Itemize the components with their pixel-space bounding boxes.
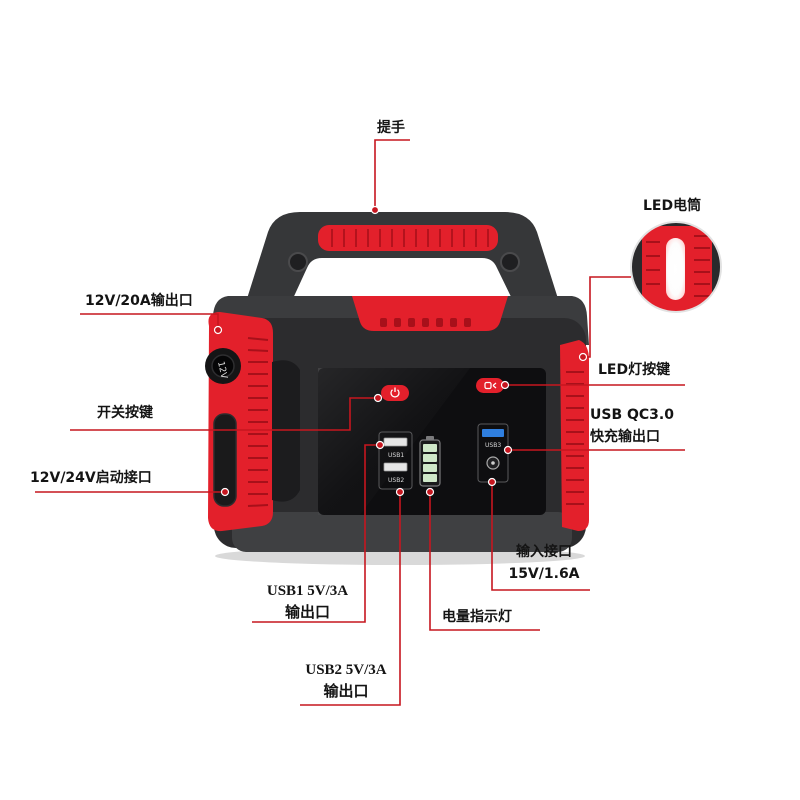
label-power-switch: 开关按键 xyxy=(97,405,153,421)
right-side-ribs xyxy=(566,371,584,505)
label-led-flashlight: LED电筒 xyxy=(643,198,702,214)
dot-handle xyxy=(370,205,380,215)
dot-usb2 xyxy=(395,487,405,497)
label-usb2-line2: 输出口 xyxy=(323,684,369,700)
handle-grip xyxy=(318,225,498,251)
usb3-device-label: USB3 xyxy=(485,442,501,449)
leader-handle xyxy=(374,139,410,210)
power-station: 12V USB1 USB2 xyxy=(205,212,589,552)
usb2-port xyxy=(383,462,408,472)
usb-port-group-outline xyxy=(378,431,413,490)
battery-segment-3 xyxy=(423,464,437,472)
led-icon xyxy=(484,381,497,390)
battery-segment-4 xyxy=(423,474,437,482)
label-jump-start-port: 12V/24V启动接口 xyxy=(30,470,152,486)
label-usb1-line1: USB1 5V/3A xyxy=(266,583,349,599)
port-12v-label: 12V xyxy=(215,360,229,380)
top-accent-notches xyxy=(380,318,471,327)
battery-cap xyxy=(426,436,434,440)
label-input-port-line2: 15V/1.6A xyxy=(508,566,580,582)
top-red-accent xyxy=(352,296,508,331)
dot-usb1 xyxy=(375,440,385,450)
dot-power-switch xyxy=(373,393,383,403)
power-button xyxy=(381,385,409,401)
label-handle: 提手 xyxy=(377,120,405,136)
left-side-ribs xyxy=(247,337,269,507)
label-usb1-line2: 输出口 xyxy=(284,605,330,621)
label-usb-qc-line2: 快充输出口 xyxy=(590,429,660,445)
input-port-pin xyxy=(491,461,495,465)
port-12v-socket xyxy=(211,354,235,378)
usb2-device-label: USB2 xyxy=(388,477,404,484)
label-usb-qc-line1: USB QC3.0 xyxy=(590,407,674,423)
right-side-panel xyxy=(560,340,589,531)
handle-grip-ribs xyxy=(331,229,489,247)
battery-segment-2 xyxy=(423,454,437,462)
led-button xyxy=(476,378,504,393)
leader-input-port xyxy=(491,482,590,591)
label-input-port-line1: 输入接口 xyxy=(516,544,572,560)
dot-input-port xyxy=(487,477,497,487)
label-usb2: USB2 5V/3A 输出口 xyxy=(290,659,402,703)
usb1-port xyxy=(383,437,408,447)
label-input-port: 输入接口 15V/1.6A xyxy=(500,541,588,585)
battery-segment-1 xyxy=(423,444,437,452)
usb1-device-label: USB1 xyxy=(388,452,404,459)
side-inner-panel xyxy=(272,360,300,502)
label-led-button: LED灯按键 xyxy=(598,362,671,378)
leader-output-12v-20a xyxy=(80,313,219,330)
dot-usb-qc xyxy=(503,445,513,455)
leader-battery-indicator xyxy=(429,492,540,631)
led-flashlight-closeup xyxy=(631,222,721,312)
label-usb1: USB1 5V/3A 输出口 xyxy=(250,580,365,624)
dot-led-flashlight xyxy=(578,352,588,362)
leader-power-switch xyxy=(70,397,378,431)
leader-usb2 xyxy=(300,492,401,706)
dot-battery-indicator xyxy=(425,487,435,497)
handle-pivot-left xyxy=(288,252,308,272)
leader-led-flashlight xyxy=(584,276,631,358)
power-icon xyxy=(390,387,400,398)
body-base xyxy=(232,512,572,552)
label-battery-indicator: 电量指示灯 xyxy=(442,609,512,625)
dot-led-button xyxy=(500,380,510,390)
leader-usb1 xyxy=(252,444,380,623)
led-light xyxy=(666,238,685,300)
led-closeup-border xyxy=(630,221,722,313)
label-usb2-line1: USB2 5V/3A xyxy=(305,662,387,678)
dot-output-12v-20a xyxy=(213,325,223,335)
handle-pivot-right xyxy=(500,252,520,272)
usb3-port xyxy=(482,429,504,437)
dot-jump-start xyxy=(220,487,230,497)
label-output-12v-20a: 12V/20A输出口 xyxy=(85,293,193,309)
label-usb-qc: USB QC3.0 快充输出口 xyxy=(590,404,674,448)
jump-start-slot xyxy=(213,413,237,507)
